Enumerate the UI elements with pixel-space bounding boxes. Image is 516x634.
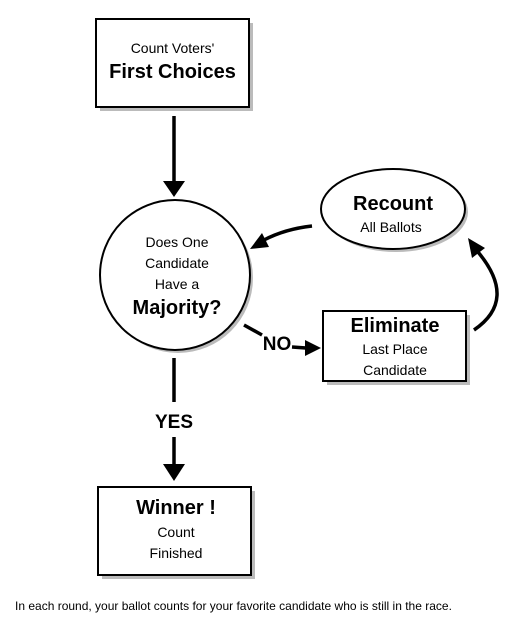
winner-line1: Count (157, 524, 194, 540)
winner-box: Winner ! Count Finished (97, 486, 255, 579)
winner-line2: Finished (150, 545, 203, 561)
start-box: Count Voters' First Choices (95, 18, 253, 111)
winner-title: Winner ! (136, 497, 216, 519)
decision-line3: Have a (155, 276, 200, 292)
eliminate-line2: Candidate (363, 362, 427, 378)
eliminate-line1: Last Place (362, 341, 428, 357)
yes-label: YES (155, 412, 193, 433)
arrow-recount-to-decision (250, 224, 313, 249)
start-box-line2: First Choices (109, 61, 236, 83)
decision-circle: Does One Candidate Have a Majority? (99, 199, 253, 353)
decision-line4: Majority? (133, 297, 222, 319)
start-box-line1: Count Voters' (131, 40, 215, 56)
arrow-start-to-decision (163, 116, 185, 197)
eliminate-title: Eliminate (351, 315, 440, 337)
recount-ellipse: Recount All Ballots (320, 168, 468, 252)
decision-line1: Does One (145, 234, 208, 250)
recount-subtitle: All Ballots (360, 219, 421, 235)
caption: In each round, your ballot counts for yo… (15, 599, 452, 613)
arrow-decision-to-eliminate: NO (243, 323, 321, 356)
eliminate-box: Eliminate Last Place Candidate (322, 310, 470, 385)
arrow-eliminate-to-recount (468, 238, 499, 332)
arrow-decision-to-winner: YES (155, 358, 193, 481)
recount-title: Recount (353, 193, 433, 215)
decision-line2: Candidate (145, 255, 209, 271)
no-label: NO (263, 334, 292, 355)
